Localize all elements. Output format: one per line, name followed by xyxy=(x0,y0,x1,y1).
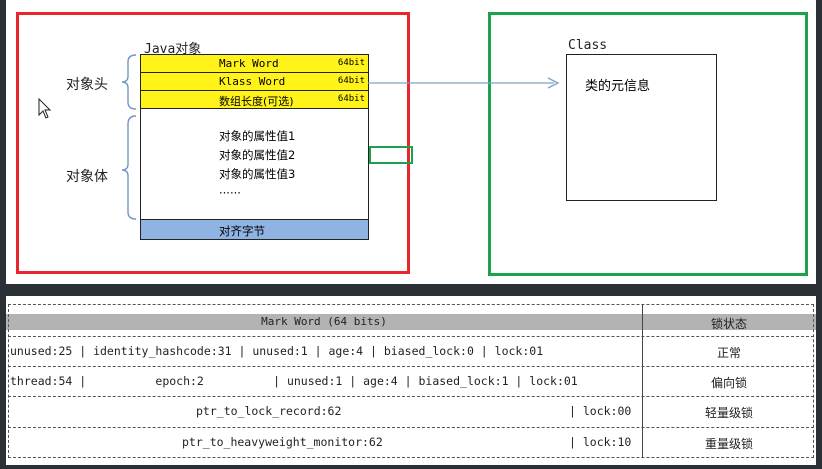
field-values: 对象的属性值1 对象的属性值2 对象的属性值3 ······ xyxy=(219,127,295,203)
table-left-border xyxy=(8,304,9,458)
lock-heavyweight: | lock:10 xyxy=(569,435,632,449)
lock-lightweight: | lock:00 xyxy=(569,404,632,418)
header-mark-word: Mark Word (64 bits) xyxy=(261,315,387,328)
klass-word-bits: 64bit xyxy=(337,76,365,86)
class-title: Class xyxy=(568,38,608,53)
state-normal: 正常 xyxy=(716,346,741,360)
class-frame xyxy=(488,12,808,276)
field-ellipsis: ······ xyxy=(219,186,241,200)
row-rule-2 xyxy=(8,396,814,397)
brackets xyxy=(121,54,137,220)
table-bottom-rule xyxy=(8,457,814,458)
header-lock-state: 锁状态 xyxy=(710,317,747,331)
class-metadata-label: 类的元信息 xyxy=(585,79,651,94)
layout-biased: thread:54 | epoch:2 | unused:1 | age:4 |… xyxy=(10,374,578,388)
java-object-frame xyxy=(16,12,410,274)
mark-word-table: Mark Word (64 bits) 锁状态 unused:25 | iden… xyxy=(6,296,816,465)
state-heavyweight: 重量级锁 xyxy=(704,437,753,451)
mark-word-row: Mark Word 64bit xyxy=(141,55,368,73)
mark-word-bits: 64bit xyxy=(337,58,365,68)
table-right-border xyxy=(813,304,814,458)
mouse-cursor-icon xyxy=(38,98,52,119)
array-length-row: 数组长度(可选) 64bit xyxy=(141,91,368,109)
row-rule-3 xyxy=(8,427,814,428)
padding-label: 对齐字节 xyxy=(219,224,265,238)
body-bracket xyxy=(121,115,137,220)
column-divider xyxy=(642,304,643,458)
layout-heavyweight: ptr_to_heavyweight_monitor:62 xyxy=(182,435,383,449)
field-value-1: 对象的属性值1 xyxy=(219,129,296,143)
class-box: 类的元信息 xyxy=(566,54,717,201)
layout-normal: unused:25 | identity_hashcode:31 | unuse… xyxy=(10,344,544,358)
green-highlight-box xyxy=(369,146,413,164)
klass-pointer-arrow xyxy=(368,77,560,89)
klass-word-label: Klass Word xyxy=(219,75,286,88)
field-value-3: 对象的属性值3 xyxy=(219,167,296,181)
state-biased: 偏向锁 xyxy=(710,376,747,390)
object-body-label: 对象体 xyxy=(66,169,108,185)
table-top-rule xyxy=(8,304,814,305)
java-object-box: Mark Word 64bit Klass Word 64bit 数组长度(可选… xyxy=(140,54,369,240)
klass-word-row: Klass Word 64bit xyxy=(141,73,368,91)
array-length-bits: 64bit xyxy=(337,94,365,104)
array-length-label: 数组长度(可选) xyxy=(219,95,294,108)
padding-row: 对齐字节 xyxy=(141,219,368,239)
header-rule xyxy=(8,336,814,337)
layout-lightweight: ptr_to_lock_record:62 xyxy=(196,404,342,418)
mark-word-label: Mark Word xyxy=(219,57,279,70)
field-value-2: 对象的属性值2 xyxy=(219,148,296,162)
table-header xyxy=(6,314,816,330)
state-lightweight: 轻量级锁 xyxy=(704,406,753,420)
row-rule-1 xyxy=(8,366,814,367)
header-bracket xyxy=(121,54,137,110)
java-object-title: Java对象 xyxy=(144,42,202,57)
object-header-label: 对象头 xyxy=(66,77,108,93)
